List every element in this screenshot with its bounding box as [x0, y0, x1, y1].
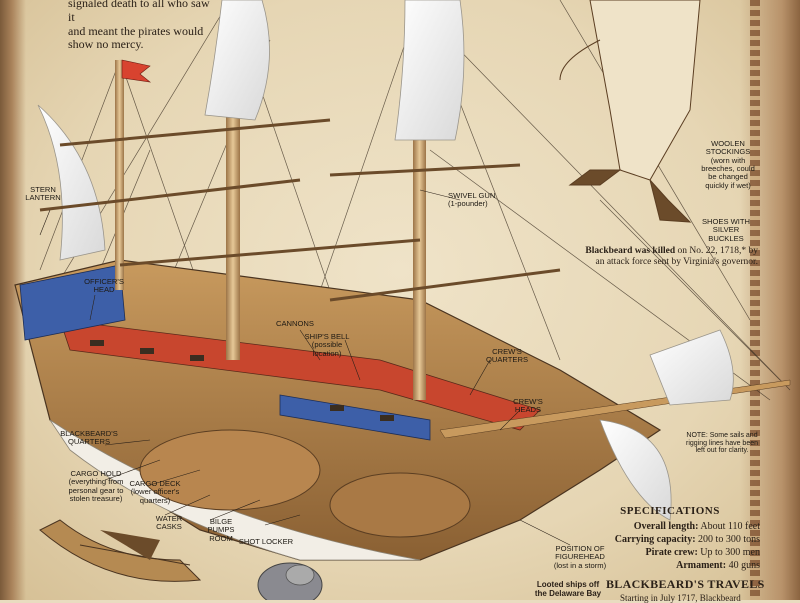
spec-value: 40 guns	[728, 560, 760, 571]
spec-row: Overall length: About 110 feet	[580, 521, 760, 532]
intro-line: signaled death to all who saw it	[68, 0, 210, 24]
label-woolen-stockings-sub: (worn with breeches, could be changed qu…	[701, 155, 755, 190]
label-woolen-stockings-title: WOOLEN STOCKINGS	[705, 139, 751, 157]
spec-row: Pirate crew: Up to 300 men	[580, 547, 761, 558]
spec-value: 200 to 300 tons	[698, 534, 760, 545]
label-shot-locker: SHOT LOCKER	[238, 537, 294, 546]
label-ships-bell-sub: (possible location)	[311, 340, 343, 358]
killed-rest: on No. 22, 1718,* by an attack force sen…	[595, 246, 758, 267]
intro-line: and meant the pirates would	[68, 23, 204, 38]
label-cargo-hold: CARGO HOLD (everything from personal gea…	[60, 469, 132, 504]
rope-border	[750, 0, 760, 600]
label-bilge-pumps: BILGE PUMPS ROOM	[207, 517, 235, 543]
pirate-sketch	[559, 0, 701, 223]
label-cargo-hold-sub: (everything from personal gear to stolen…	[68, 477, 124, 504]
specifications-title: SPECIFICATIONS	[620, 505, 720, 517]
label-cargo-deck-title: CARGO DECK	[129, 479, 181, 488]
sails	[37, 0, 734, 521]
label-swivel-gun-title: SWIVEL GUN	[448, 191, 496, 200]
label-officers-head: OFFICER'S HEAD	[84, 277, 124, 295]
spec-key: Carrying capacity:	[614, 534, 696, 545]
label-shoes: SHOES WITH SILVER BUCKLES	[701, 217, 751, 243]
killed-note: Blackbeard was killed on No. 22, 1718,* …	[578, 246, 758, 268]
label-figurehead: POSITION OF FIGUREHEAD (lost in a storm)	[530, 544, 630, 570]
spec-row: Carrying capacity: 200 to 300 tons	[580, 534, 760, 545]
label-figurehead-title: POSITION OF FIGUREHEAD	[555, 544, 605, 562]
label-figurehead-sub: (lost in a storm)	[553, 560, 607, 570]
looted-label: Looted ships off the Delaware Bay	[534, 580, 602, 599]
ship-hull	[14, 259, 662, 561]
label-water-casks: WATER CASKS	[155, 514, 183, 532]
spec-key: Pirate crew:	[645, 547, 698, 558]
label-blackbeards-quarters: BLACKBEARD'S QUARTERS	[60, 429, 118, 447]
killed-bold: Blackbeard was killed	[585, 246, 676, 256]
label-crews-heads: CREW'S HEADS	[513, 397, 543, 415]
spec-key: Overall length:	[633, 521, 699, 532]
label-cargo-deck: CARGO DECK (lower officer's quarters)	[126, 479, 184, 505]
label-cannons: CANNONS	[276, 319, 314, 328]
travels-text: Starting in July 1717, Blackbeard	[620, 593, 741, 603]
label-cargo-hold-title: CARGO HOLD	[70, 469, 122, 478]
label-crews-quarters: CREW'S QUARTERS	[485, 347, 529, 365]
spec-row: Armament: 40 guns	[580, 560, 760, 571]
spec-value: Up to 300 men	[700, 547, 760, 558]
intro-text: signaled death to all who saw it and mea…	[68, 0, 218, 52]
intro-line: show no mercy.	[68, 37, 144, 52]
label-swivel-gun: SWIVEL GUN (1-pounder)	[448, 191, 508, 209]
red-flag	[121, 59, 152, 83]
spec-key: Armament:	[676, 560, 727, 571]
label-stern-lantern: STERN LANTERN	[25, 185, 61, 203]
treasure-rocks	[257, 562, 323, 600]
note-text: NOTE: Some sails and rigging lines have …	[686, 432, 758, 455]
label-ships-bell-title: SHIP'S BELL	[304, 332, 350, 341]
label-swivel-gun-sub: (1-pounder)	[448, 199, 488, 209]
rowboat	[39, 519, 202, 582]
travels-title: BLACKBEARD'S TRAVELS	[606, 577, 765, 591]
specifications-box: SPECIFICATIONS Overall length: About 110…	[580, 505, 760, 573]
leader-lines	[39, 189, 571, 546]
label-cargo-deck-sub: (lower officer's quarters)	[130, 487, 180, 505]
label-woolen-stockings: WOOLEN STOCKINGS (worn with breeches, co…	[698, 139, 758, 190]
spec-value: About 110 feet	[700, 521, 760, 532]
yards	[39, 118, 561, 302]
label-ships-bell: SHIP'S BELL (possible location)	[302, 332, 352, 358]
